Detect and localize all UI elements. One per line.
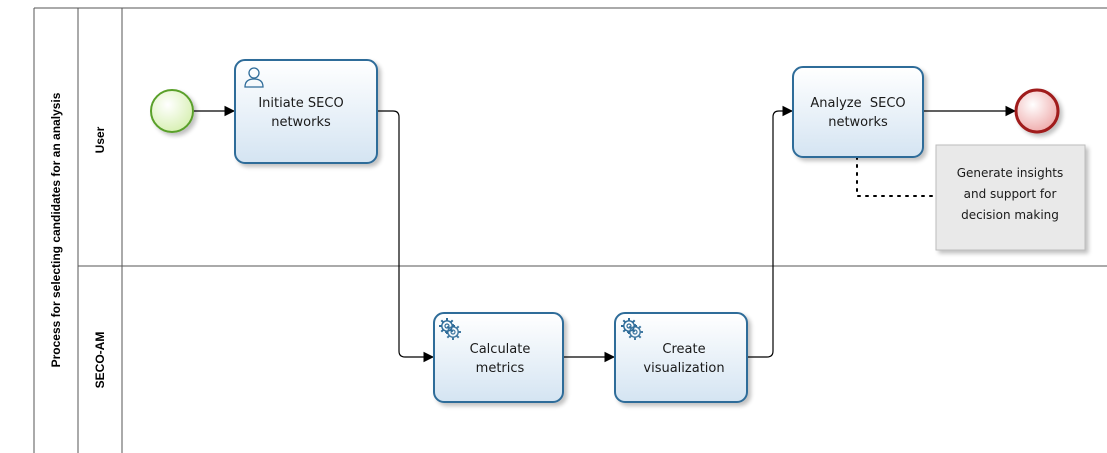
task-label-line: networks <box>828 115 888 130</box>
lane-label-user: User <box>93 126 107 153</box>
task-label-line: Initiate SECO <box>258 96 343 111</box>
lane-label-seco-am: SECO-AM <box>93 332 107 389</box>
end-event[interactable] <box>1014 88 1060 134</box>
annotation-line: decision making <box>961 208 1059 222</box>
pool-label: Process for selecting candidates for an … <box>49 92 63 367</box>
task-initiate-seco-networks[interactable]: Initiate SECO networks <box>234 59 378 164</box>
user-task-icon <box>244 67 264 88</box>
task-analyze-seco-networks[interactable]: Analyze SECO networks <box>792 66 924 158</box>
annotation-line: Generate insights <box>957 166 1064 180</box>
flow-initiate-to-calculate <box>377 110 435 363</box>
task-calculate-metrics[interactable]: Calculate metrics <box>433 312 564 403</box>
task-label-line: metrics <box>476 361 525 376</box>
annotation-line: and support for <box>964 187 1057 201</box>
flow-create-to-analyze <box>747 105 794 358</box>
task-label-line: networks <box>271 115 331 130</box>
pool-frame <box>33 7 1107 453</box>
text-annotation[interactable]: Generate insights and support for decisi… <box>935 144 1086 251</box>
task-create-visualization[interactable]: Create visualization <box>614 312 748 403</box>
sequence-flows <box>194 105 1017 363</box>
task-label-line: Analyze SECO <box>810 96 905 111</box>
task-label-line: visualization <box>643 361 724 376</box>
task-label-line: Create <box>662 342 705 357</box>
task-label-line: Calculate <box>470 342 531 357</box>
annotation-association <box>856 156 939 197</box>
start-event[interactable] <box>150 89 194 133</box>
